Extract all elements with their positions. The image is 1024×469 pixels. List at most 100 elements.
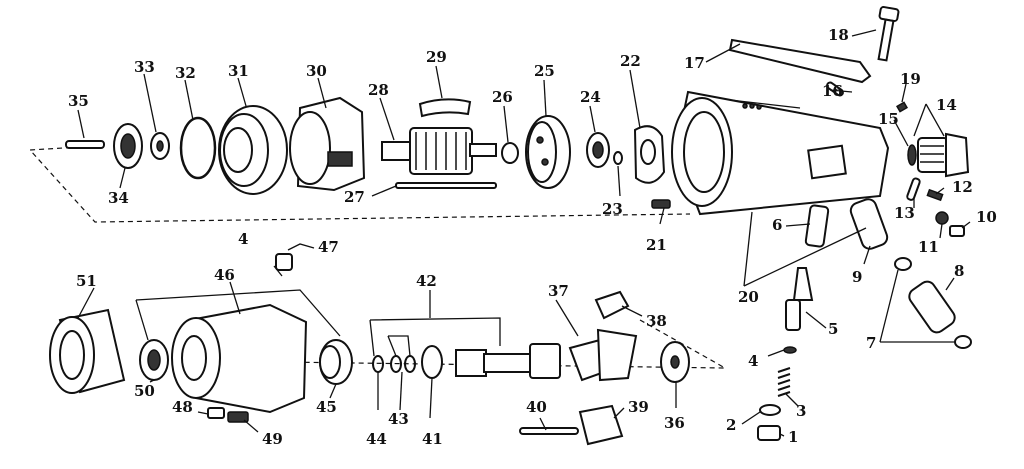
- label-17: 17: [684, 54, 705, 72]
- label-16: 16: [822, 82, 843, 100]
- part-33-spacer: [150, 132, 170, 160]
- label-6: 6: [772, 216, 782, 234]
- part-30-cylinder: [289, 96, 366, 192]
- label-7: 7: [866, 334, 876, 352]
- label-29: 29: [426, 48, 447, 66]
- part-48-screw: [207, 407, 225, 419]
- label-32: 32: [175, 64, 196, 82]
- label-4b: 4: [748, 352, 758, 370]
- part-14-inlet: [917, 132, 970, 178]
- label-20: 20: [738, 288, 759, 306]
- part-37-hammer: [568, 328, 638, 382]
- label-49: 49: [262, 430, 283, 448]
- label-28: 28: [368, 81, 389, 99]
- label-40: 40: [526, 398, 547, 416]
- label-12: 12: [952, 178, 973, 196]
- part-1-plug: [757, 425, 781, 441]
- part-44-ring: [372, 355, 384, 373]
- part-6-sleeve: [804, 204, 830, 248]
- part-3-spring: [777, 367, 791, 397]
- part-46-hammer-case: [171, 303, 308, 414]
- label-46: 46: [214, 266, 235, 284]
- part-40-pin: [519, 427, 579, 435]
- label-24: 24: [580, 88, 601, 106]
- label-14: 14: [936, 96, 957, 114]
- label-39: 39: [628, 398, 649, 416]
- label-27: 27: [344, 188, 365, 206]
- label-37: 37: [548, 282, 569, 300]
- part-35-pin: [65, 140, 105, 149]
- label-21: 21: [646, 236, 667, 254]
- label-38: 38: [646, 312, 667, 330]
- part-43-orings: [390, 355, 416, 373]
- label-50: 50: [134, 382, 155, 400]
- part-28-rotor: [381, 127, 497, 175]
- label-41: 41: [422, 430, 443, 448]
- part-25-rear-plate: [525, 115, 571, 189]
- label-47: 47: [318, 238, 339, 256]
- part-49-screw: [227, 411, 249, 423]
- part-24-bearing: [586, 132, 610, 168]
- label-11: 11: [918, 238, 939, 256]
- part-11-nut: [935, 211, 949, 225]
- label-25: 25: [534, 62, 555, 80]
- part-9-sleeve: [849, 198, 889, 250]
- part-26-bushing: [501, 142, 519, 164]
- assembly-line-upper: [28, 146, 691, 223]
- label-33: 33: [134, 58, 155, 76]
- label-48: 48: [172, 398, 193, 416]
- label-22: 22: [620, 52, 641, 70]
- part-51-boot: [49, 308, 126, 394]
- part-13-pin: [906, 177, 921, 201]
- label-34: 34: [108, 189, 129, 207]
- label-35: 35: [68, 92, 89, 110]
- label-13: 13: [894, 204, 915, 222]
- part-labels: 35 34 33 32 31 30 28 29 26 25 24 22 23 2…: [68, 26, 997, 448]
- part-15-oring: [907, 144, 917, 166]
- label-18: 18: [828, 26, 849, 44]
- label-15: 15: [878, 110, 899, 128]
- leader-lines: [77, 29, 971, 437]
- part-20-housing: [671, 90, 890, 216]
- part-22-gasket: [633, 125, 666, 184]
- part-21-screw: [651, 199, 671, 209]
- part-12-spring: [926, 188, 944, 202]
- label-31: 31: [228, 62, 249, 80]
- part-16-pin: [826, 81, 844, 97]
- label-10: 10: [976, 208, 997, 226]
- part-31-end-plate: [218, 105, 288, 195]
- part-10-screw: [949, 225, 965, 237]
- part-2-oring: [759, 404, 781, 416]
- part-45-bushing: [319, 339, 353, 385]
- part-32-oring: [179, 116, 217, 180]
- part-29-vane: [418, 98, 472, 118]
- label-9: 9: [852, 268, 862, 286]
- label-43: 43: [388, 410, 409, 428]
- part-38-dog: [594, 290, 630, 320]
- part-34-bearing: [113, 123, 143, 169]
- label-26: 26: [492, 88, 513, 106]
- part-27-rod: [395, 182, 497, 189]
- part-39-dog: [578, 404, 624, 446]
- label-36: 36: [664, 414, 685, 432]
- part-19-spring: [896, 101, 908, 113]
- part-36-washer: [660, 341, 690, 383]
- label-5: 5: [828, 320, 838, 338]
- part-50-bushing: [139, 339, 169, 381]
- label-51: 51: [76, 272, 97, 290]
- part-8-valve: [908, 280, 956, 334]
- label-23: 23: [602, 200, 623, 218]
- part-4-washer: [783, 346, 797, 354]
- label-1: 1: [788, 428, 798, 446]
- part-47-plug: [275, 253, 293, 271]
- label-8: 8: [954, 262, 964, 280]
- label-30: 30: [306, 62, 327, 80]
- part-5-plunger: [785, 267, 814, 331]
- label-45: 45: [316, 398, 337, 416]
- part-18-screw: [877, 6, 900, 62]
- part-41-sleeve: [421, 345, 443, 379]
- label-3: 3: [796, 402, 806, 420]
- part-17-lever: [728, 38, 872, 84]
